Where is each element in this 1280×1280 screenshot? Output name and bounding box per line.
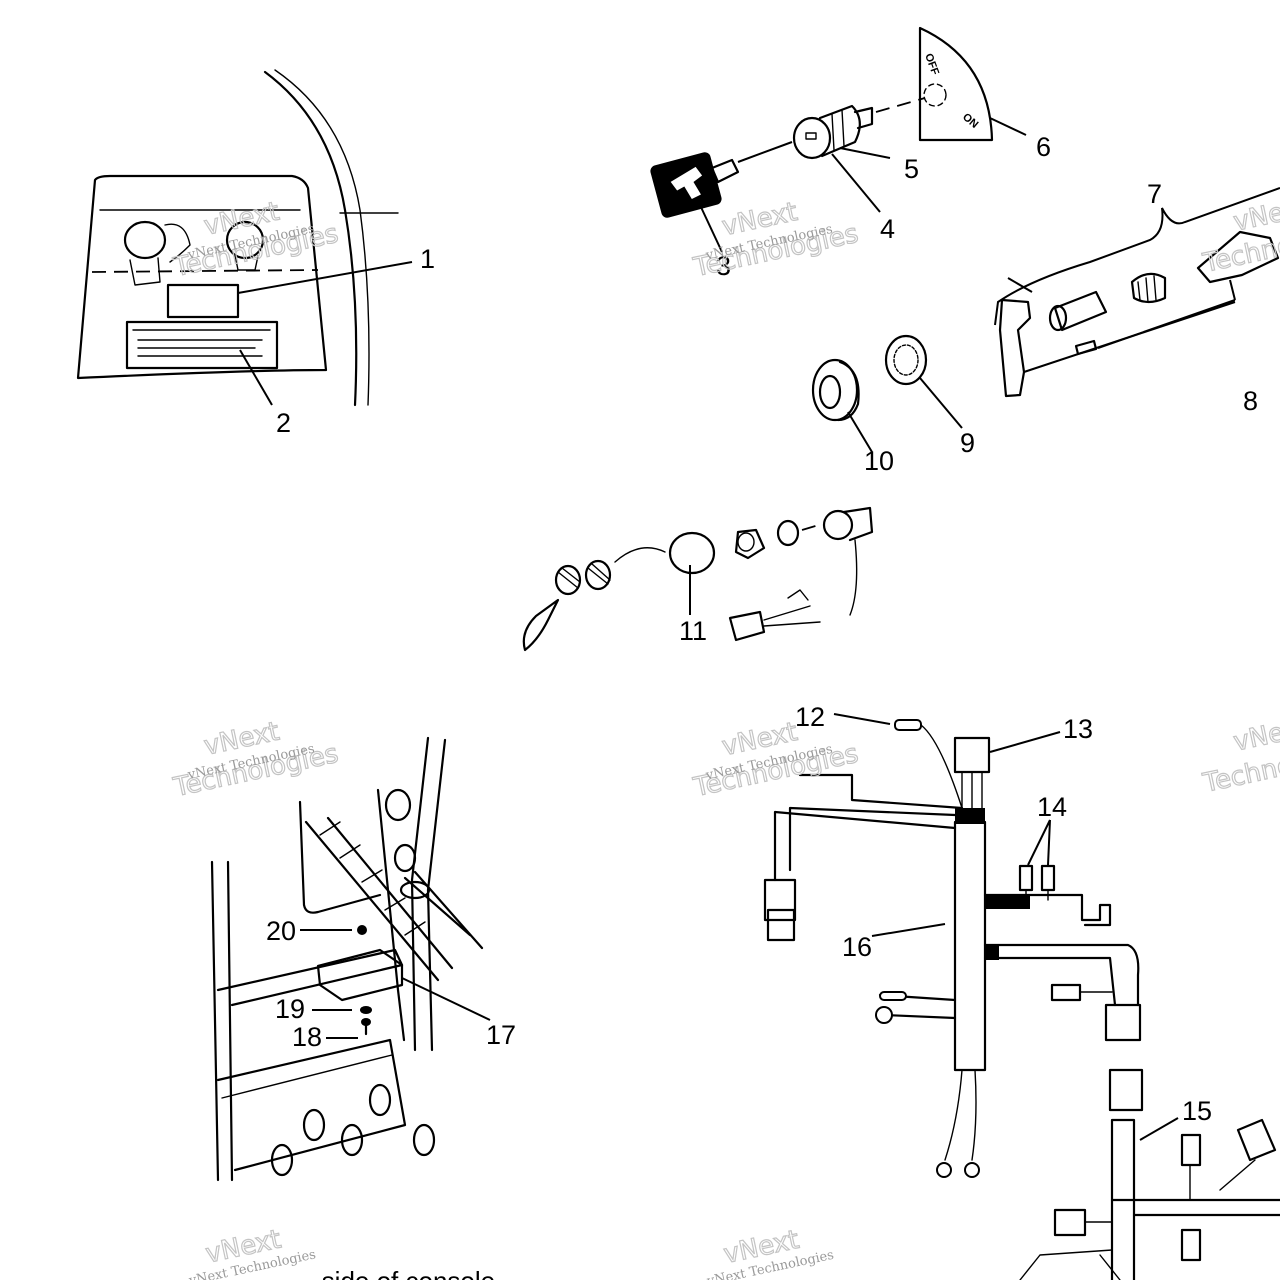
switch-assembly-illustration <box>994 187 1280 398</box>
callout-4: 4 <box>880 214 895 244</box>
callout-17: 17 <box>486 1020 516 1050</box>
callout-20: 20 <box>266 916 296 946</box>
watermark-top-left: vNext Technologies vNext Technologies <box>170 196 342 284</box>
callout-13: 13 <box>1063 714 1093 744</box>
tether-switch-illustration <box>522 506 874 652</box>
callout-6: 6 <box>1036 132 1051 162</box>
callout-19: 19 <box>275 994 305 1024</box>
callout-2: 2 <box>276 408 291 438</box>
key-illustration <box>650 141 793 253</box>
on-off-plate: OFF ON <box>918 26 1027 142</box>
watermark-top-right: vNext Technologies <box>1199 192 1280 280</box>
callout-8: 8 <box>1243 386 1258 416</box>
console-side-illustration <box>210 736 491 1182</box>
watermark-bottom-center: vNext vNext Technologies <box>705 1224 835 1280</box>
callout-3: 3 <box>716 251 731 281</box>
on-label: ON <box>960 111 980 131</box>
svg-text:vNext: vNext <box>1231 192 1280 237</box>
console-panel-illustration <box>76 69 413 407</box>
callout-9: 9 <box>960 428 975 458</box>
wiring-harness-illustration <box>763 713 1280 1280</box>
callout-10: 10 <box>864 446 894 476</box>
off-label: OFF <box>922 52 941 77</box>
callout-11: 11 <box>679 616 707 646</box>
callout-14: 14 <box>1037 792 1067 822</box>
watermark-mid-right: vNext Technologies <box>1199 712 1280 800</box>
watermark-mid-left: vNext Technologies vNext Technologies <box>170 716 342 804</box>
callout-18: 18 <box>292 1022 322 1052</box>
washer-nut-illustration <box>811 334 963 453</box>
callout-15: 15 <box>1182 1096 1212 1126</box>
svg-text:vNext: vNext <box>1231 712 1280 757</box>
callout-12: 12 <box>795 702 825 732</box>
partial-caption: ...side of console... <box>300 1266 517 1280</box>
callout-7: 7 <box>1147 179 1162 209</box>
watermark-mid-center: vNext Technologies vNext Technologies <box>690 716 862 803</box>
ignition-switch-illustration <box>792 97 926 213</box>
watermark-bottom-left: vNext vNext Technologies <box>187 1224 317 1280</box>
callout-1: 1 <box>420 244 435 274</box>
callout-16: 16 <box>842 932 872 962</box>
callout-5: 5 <box>904 154 919 184</box>
